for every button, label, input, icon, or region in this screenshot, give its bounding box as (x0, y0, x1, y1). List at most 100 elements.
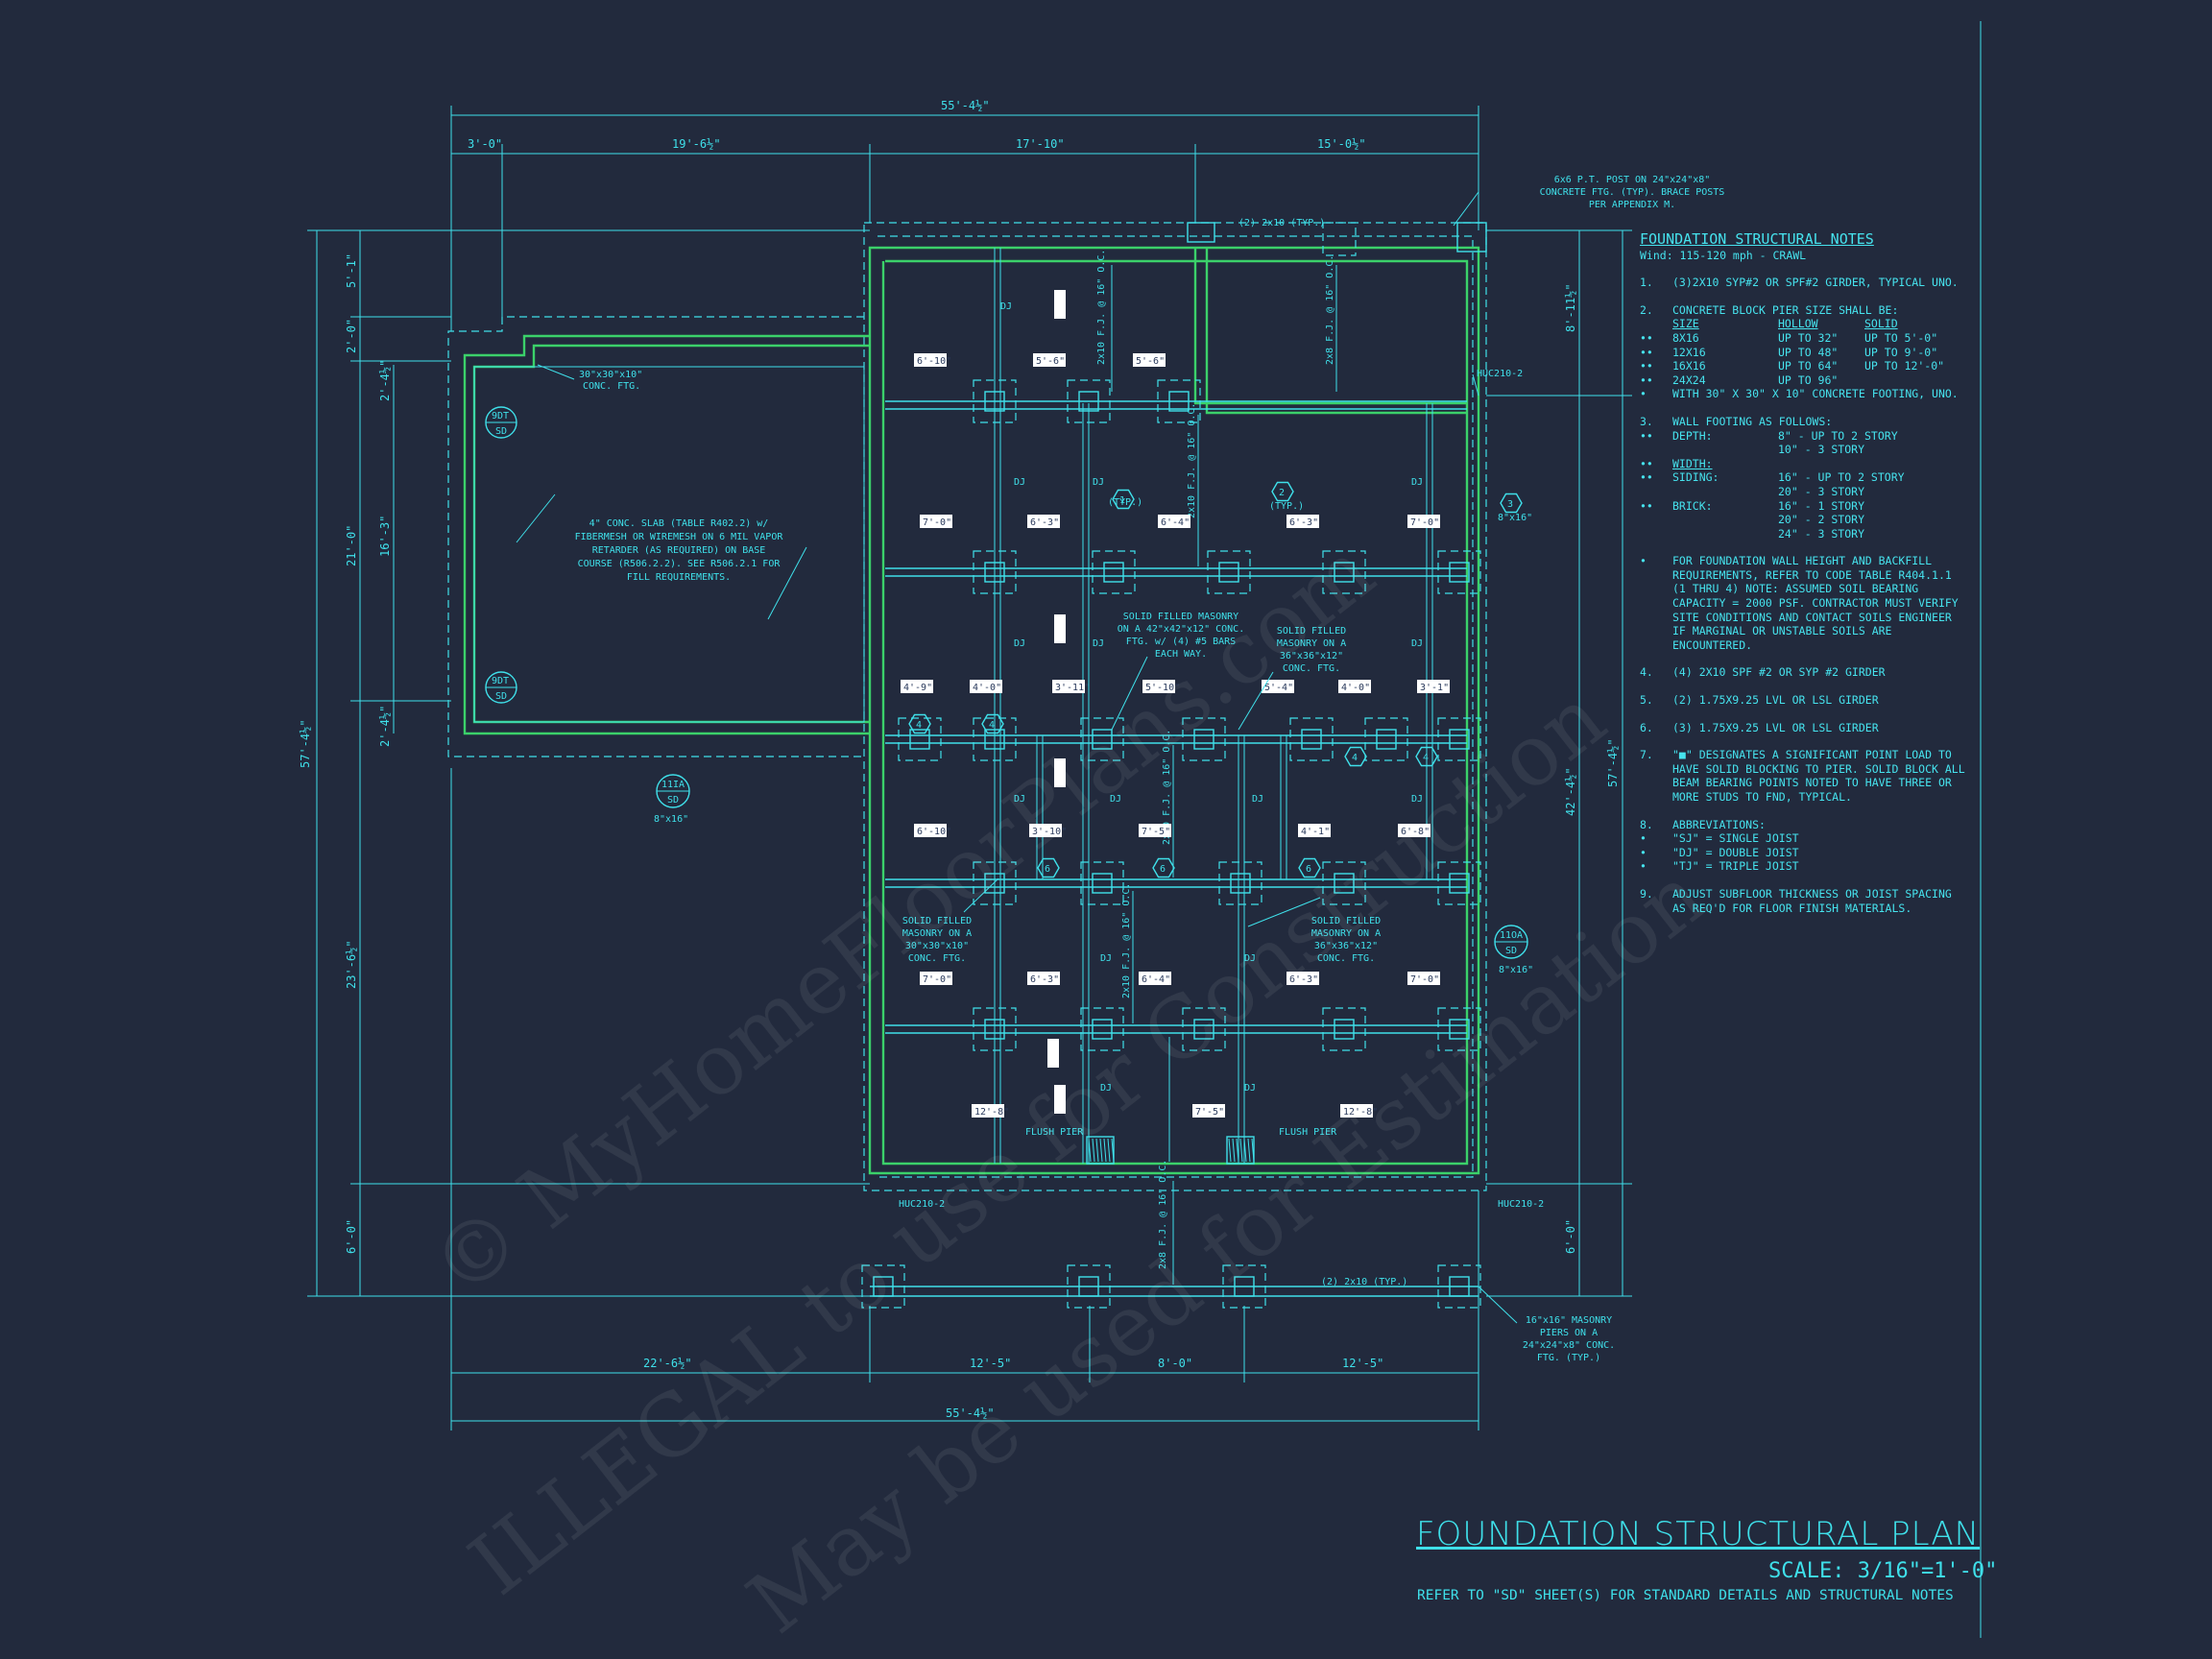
dim-right-overall: 57'-4½" (1606, 738, 1620, 787)
hex-tag (908, 713, 931, 734)
span-label: 7'-5" (1195, 1107, 1224, 1118)
span-label: 3'-10" (1032, 827, 1067, 837)
hex-tag-number: 4 (989, 720, 995, 731)
pier (1193, 729, 1214, 750)
double-joist-lines (994, 248, 1433, 1164)
pier (1092, 873, 1113, 894)
span-label-box (1139, 824, 1171, 837)
pier-footing (1437, 861, 1481, 905)
span-label: 6'-3" (1289, 517, 1318, 528)
span-label-box (1340, 1104, 1373, 1118)
dj-label: DJ (1244, 1083, 1256, 1094)
span-label: 7'-5" (1142, 827, 1170, 837)
note-num: 2. (1640, 302, 1653, 317)
pier (984, 1019, 1005, 1040)
note-line: 6x6 P.T. POST ON 24"x24"x8" (1554, 175, 1711, 185)
pier-cell: 8x16 (1672, 330, 1699, 345)
hex-tag (1037, 857, 1060, 878)
fj-note-4: 2x10 F.J. @ 16" O.C. (1162, 730, 1172, 845)
note-1: (3)2x10 SYP#2 OR SPF#2 GIRDER, TYPICAL U… (1672, 276, 1959, 290)
dj-label: DJ (1411, 638, 1423, 649)
pier-cell (1864, 373, 1951, 388)
span-label: 5'-6" (1036, 356, 1065, 367)
span-label-box (1139, 972, 1171, 985)
huc-3: HUC210-2 (1498, 1199, 1544, 1210)
pier (1449, 1276, 1470, 1297)
note-5: (2) 1.75x9.25 LVL OR LSL GIRDER (1672, 693, 1879, 708)
flush-pier-hatch (1236, 1138, 1239, 1163)
dj-label: DJ (1411, 477, 1423, 488)
dj-label: DJ (1000, 301, 1012, 312)
footing-outline (447, 222, 1487, 1191)
note-line: 16"x16" MASONRY (1526, 1315, 1612, 1326)
span-label-box (1262, 680, 1294, 693)
note-2-with: WITH 30" x 30" x 10" CONCRETE FOOTING, U… (1672, 387, 1959, 401)
pier-footing (1437, 550, 1481, 594)
note-num: 7. (1640, 748, 1653, 762)
flush-pier-hatch (1232, 1138, 1236, 1163)
span-label: 6'-10" (917, 356, 951, 367)
span-label-box (1417, 680, 1450, 693)
brick-3: 24" - 3 STORY (1778, 526, 1865, 541)
span-label: 4'-0" (1341, 683, 1370, 693)
hex-tag (1112, 489, 1135, 510)
slab-note: 4" CONC. SLAB (TABLE R402.2) w/FIBERMESH… (575, 518, 784, 583)
note-line: 24"x24"x8" CONC. (1523, 1340, 1615, 1351)
hex-tag-number: 4 (1352, 753, 1358, 763)
hex-tag (981, 713, 1004, 734)
note-line: MASONRY ON A (902, 928, 972, 939)
svg-text:8"x16": 8"x16" (1499, 965, 1533, 975)
pier (1334, 873, 1355, 894)
siding-label: SIDING: (1672, 470, 1719, 485)
dim-bottom-3: 8'-0" (1158, 1357, 1192, 1370)
span-label-box (920, 972, 952, 985)
pier-head-size: SIZE (1672, 317, 1699, 331)
span-labels: 6'-10"5'-6"5'-6"7'-0"6'-3"6'-4"6'-3"7'-0… (901, 290, 1450, 1118)
pier (984, 729, 1005, 750)
vertical-label-box (1054, 758, 1066, 787)
span-label-box (1158, 515, 1190, 528)
pier (1092, 1019, 1113, 1040)
svg-text:SD: SD (1505, 946, 1517, 956)
dim-top-3: 17'-10" (1016, 137, 1065, 151)
hex-tag-number: 6 (1160, 864, 1166, 875)
span-label: 7'-0" (1410, 517, 1439, 528)
note-line: EACH WAY. (1155, 649, 1207, 660)
dim-left-overall: 57'-4½" (299, 719, 312, 768)
span-label-box (1192, 1104, 1225, 1118)
depth-label: DEPTH: (1672, 428, 1713, 443)
dj-label: DJ (1244, 953, 1256, 964)
span-label-box (1133, 353, 1166, 367)
span-label-box (1142, 680, 1175, 693)
span-label-box (1029, 824, 1062, 837)
pier-footing (1207, 550, 1251, 594)
span-label: 6'-8" (1401, 827, 1430, 837)
pier-footing (1218, 861, 1262, 905)
note-line: 36"x36"x12" (1280, 651, 1343, 661)
note-num: 3. (1640, 414, 1653, 428)
right-dimensions (1486, 229, 1632, 1297)
abbr-3: "TJ" = TRIPLE JOIST (1672, 859, 1799, 874)
hex-tag-number: 3 (1507, 499, 1513, 510)
flush-pier-hatch (1088, 1138, 1092, 1163)
dj-label: DJ (1411, 794, 1423, 805)
hex-tag-number: 4 (916, 720, 922, 731)
hex-tag (1344, 746, 1367, 767)
dim-left-2: 2'-0" (345, 319, 358, 353)
depth-2: 10" - 3 STORY (1778, 443, 1865, 457)
dim-right-3: 6'-0" (1564, 1219, 1577, 1254)
flush-pier-hatch (1239, 1138, 1243, 1163)
dim-right-2: 42'-4½" (1564, 767, 1577, 816)
posts (1187, 222, 1487, 256)
plan-title: FOUNDATION STRUCTURAL PLAN (1416, 1515, 1981, 1553)
svg-text:SD: SD (667, 795, 679, 805)
pier (1092, 729, 1113, 750)
pier (1334, 1019, 1355, 1040)
span-label: 5'-4" (1264, 683, 1293, 693)
flush-pier-1: FLUSH PIER (1025, 1127, 1084, 1138)
note-num: 9. (1640, 886, 1653, 901)
hex-tag-number: 1 (1119, 495, 1125, 506)
foundation-walls (463, 246, 1480, 1175)
span-label-box (972, 1104, 1004, 1118)
